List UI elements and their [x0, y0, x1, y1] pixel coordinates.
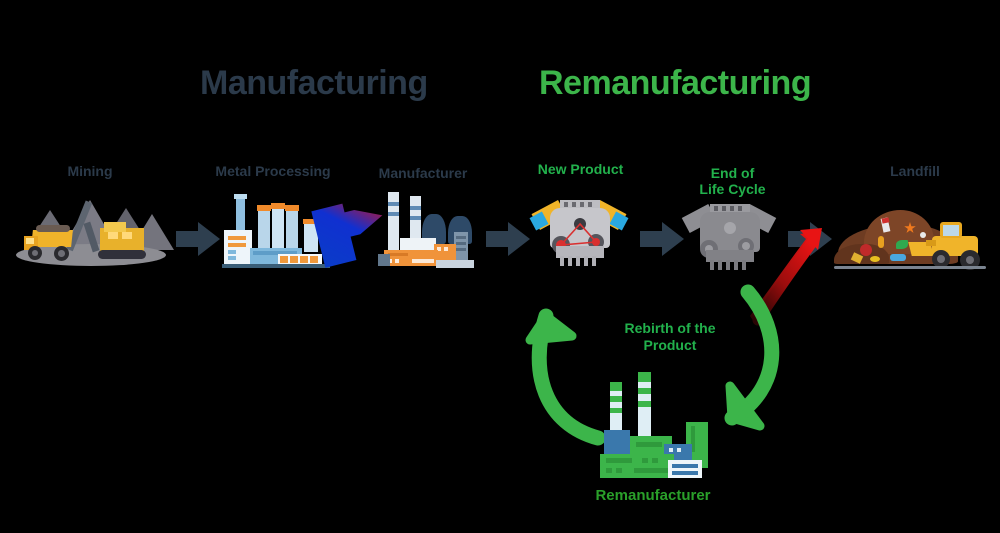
stage-label-manufacturer: Manufacturer — [378, 165, 468, 181]
worn-engine-icon — [680, 196, 780, 274]
loop-center-label: Rebirth of the Product — [624, 320, 716, 353]
stage-label-new-product: New Product — [537, 161, 624, 177]
mining-site-icon — [12, 192, 174, 270]
landfill-icon — [834, 196, 994, 274]
flow-arrow-2 — [486, 222, 530, 256]
section-title-remanufacturing: Remanufacturing — [539, 64, 812, 102]
stage-label-end-of-life: End of Life Cycle — [699, 165, 766, 197]
remanufacturer-factory-icon — [598, 368, 718, 480]
green-curved-arrow-up — [525, 308, 606, 446]
metal-processing-plant-icon — [222, 194, 347, 270]
flow-arrow-3 — [640, 222, 684, 256]
stage-label-mining: Mining — [67, 163, 113, 179]
new-engine-icon — [529, 190, 630, 270]
manufacturer-factory-icon — [378, 190, 483, 270]
section-title-manufacturing: Manufacturing — [200, 64, 428, 102]
flow-arrow-hot-metal — [311, 203, 383, 268]
stage-label-landfill: Landfill — [890, 163, 940, 179]
flow-arrow-1 — [176, 222, 220, 256]
green-curved-arrow-down — [724, 284, 780, 431]
loop-node-label-remanufacturer: Remanufacturer — [595, 487, 711, 504]
stage-label-metal-processing: Metal Processing — [215, 163, 331, 179]
